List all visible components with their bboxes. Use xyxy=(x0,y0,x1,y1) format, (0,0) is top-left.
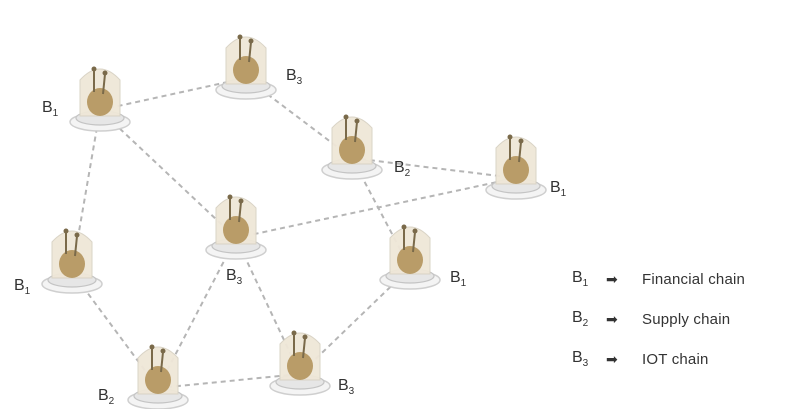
connection-line xyxy=(157,237,237,389)
blockchain-node-icon xyxy=(41,228,103,294)
connection-line xyxy=(235,177,517,239)
blockchain-node-icon xyxy=(379,224,441,290)
blockchain-node-icon xyxy=(205,194,267,260)
arrow-icon: ➡ xyxy=(606,350,618,367)
connection-line xyxy=(157,373,301,389)
blockchain-node-icon xyxy=(215,34,277,100)
legend-item-financial: B1 ➡ Financial chain xyxy=(572,266,792,292)
arrow-icon: ➡ xyxy=(606,270,618,287)
blockchain-node-icon xyxy=(69,66,131,132)
node-label: B1 xyxy=(550,179,567,199)
connection-line xyxy=(99,77,247,111)
legend-key: B2 xyxy=(572,308,589,330)
node-label: B1 xyxy=(14,277,31,297)
blockchain-node-icon xyxy=(127,344,189,409)
connection-line xyxy=(351,157,517,179)
legend: B1 ➡ Financial chain B2 ➡ Supply chain B… xyxy=(572,266,792,386)
blockchain-node-icon xyxy=(485,134,547,200)
legend-item-supply: B2 ➡ Supply chain xyxy=(572,306,792,332)
node-label: B3 xyxy=(338,377,355,397)
legend-text: Financial chain xyxy=(642,270,746,288)
legend-key: B1 xyxy=(572,268,589,290)
blockchain-node-icon xyxy=(269,330,331,396)
blockchain-node-icon xyxy=(321,114,383,180)
legend-item-iot: B3 ➡ IOT chain xyxy=(572,346,792,372)
legend-key: B3 xyxy=(572,348,589,370)
node-label: B1 xyxy=(42,99,59,119)
node-label: B1 xyxy=(450,269,467,289)
arrow-icon: ➡ xyxy=(606,310,618,327)
legend-text: Supply chain xyxy=(642,310,731,328)
connection-line xyxy=(235,237,301,375)
connection-line xyxy=(99,109,237,239)
node-label: B2 xyxy=(394,159,411,179)
node-label: B3 xyxy=(226,267,243,287)
node-label: B3 xyxy=(286,67,303,87)
node-label: B2 xyxy=(98,387,115,407)
legend-text: IOT chain xyxy=(642,350,709,368)
